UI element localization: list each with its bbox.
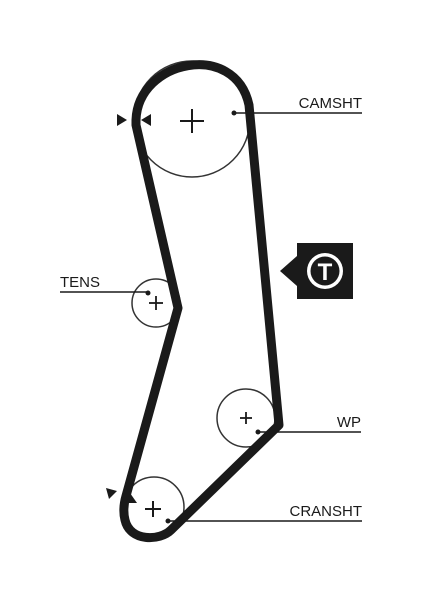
crankshaft-label: CRANSHT <box>289 503 362 520</box>
triangle-pointer-icon <box>126 493 137 503</box>
tensioner-label: TENS <box>60 274 100 291</box>
water-pump-leader <box>255 429 361 435</box>
triangle-pointer-icon <box>117 114 127 126</box>
plus-icon <box>240 412 252 424</box>
triangle-pointer-icon <box>141 114 151 126</box>
plus-icon <box>145 501 161 517</box>
crankshaft-timing-marker <box>106 488 137 503</box>
crankshaft-leader <box>165 518 362 524</box>
water-pump-label: WP <box>337 414 361 431</box>
tensioner-leader <box>60 290 151 296</box>
triangle-pointer-icon <box>106 488 117 499</box>
timing-belt <box>119 60 284 543</box>
camshaft-timing-marker <box>117 114 151 126</box>
plus-icon <box>180 109 204 133</box>
badge-letter: T <box>318 259 333 286</box>
tensioner-pulley <box>131 278 181 328</box>
plus-icon <box>149 296 163 310</box>
camshaft-leader <box>231 110 362 116</box>
tensioner-t-badge-icon: T <box>280 243 353 299</box>
camshaft-label: CAMSHT <box>299 95 362 112</box>
